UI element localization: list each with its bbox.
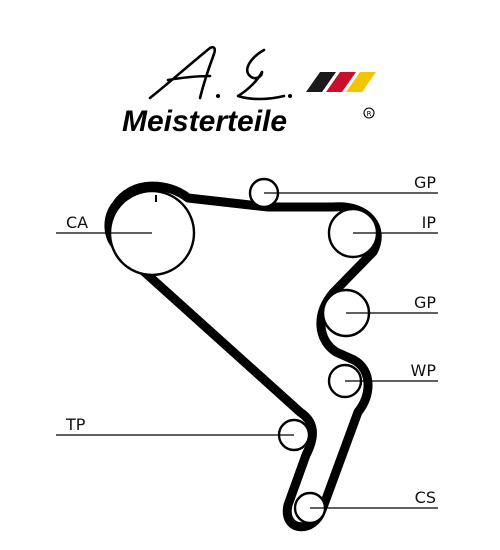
registered-mark-icon: R — [363, 107, 375, 119]
logo-flag-bars — [306, 72, 376, 92]
label-gp-top: GP — [414, 173, 436, 192]
flag-bar-red — [326, 72, 356, 92]
belt — [104, 181, 382, 532]
label-ip: IP — [422, 213, 437, 232]
logo-script-initials — [148, 45, 292, 101]
brand-logo: Meisterteile R — [122, 45, 376, 138]
svg-text:R: R — [367, 110, 372, 118]
label-gp-mid: GP — [414, 293, 436, 312]
leader-lines — [56, 192, 438, 509]
brand-name: Meisterteile — [122, 105, 287, 138]
flag-bar-black — [306, 72, 336, 92]
label-cs: CS — [415, 488, 436, 507]
flag-bar-gold — [346, 72, 376, 92]
belt-path — [104, 181, 382, 532]
label-ca: CA — [66, 213, 88, 232]
pulley-labels: CA GP IP GP WP TP CS — [65, 173, 436, 507]
label-tp: TP — [65, 415, 86, 434]
label-wp: WP — [411, 361, 437, 380]
